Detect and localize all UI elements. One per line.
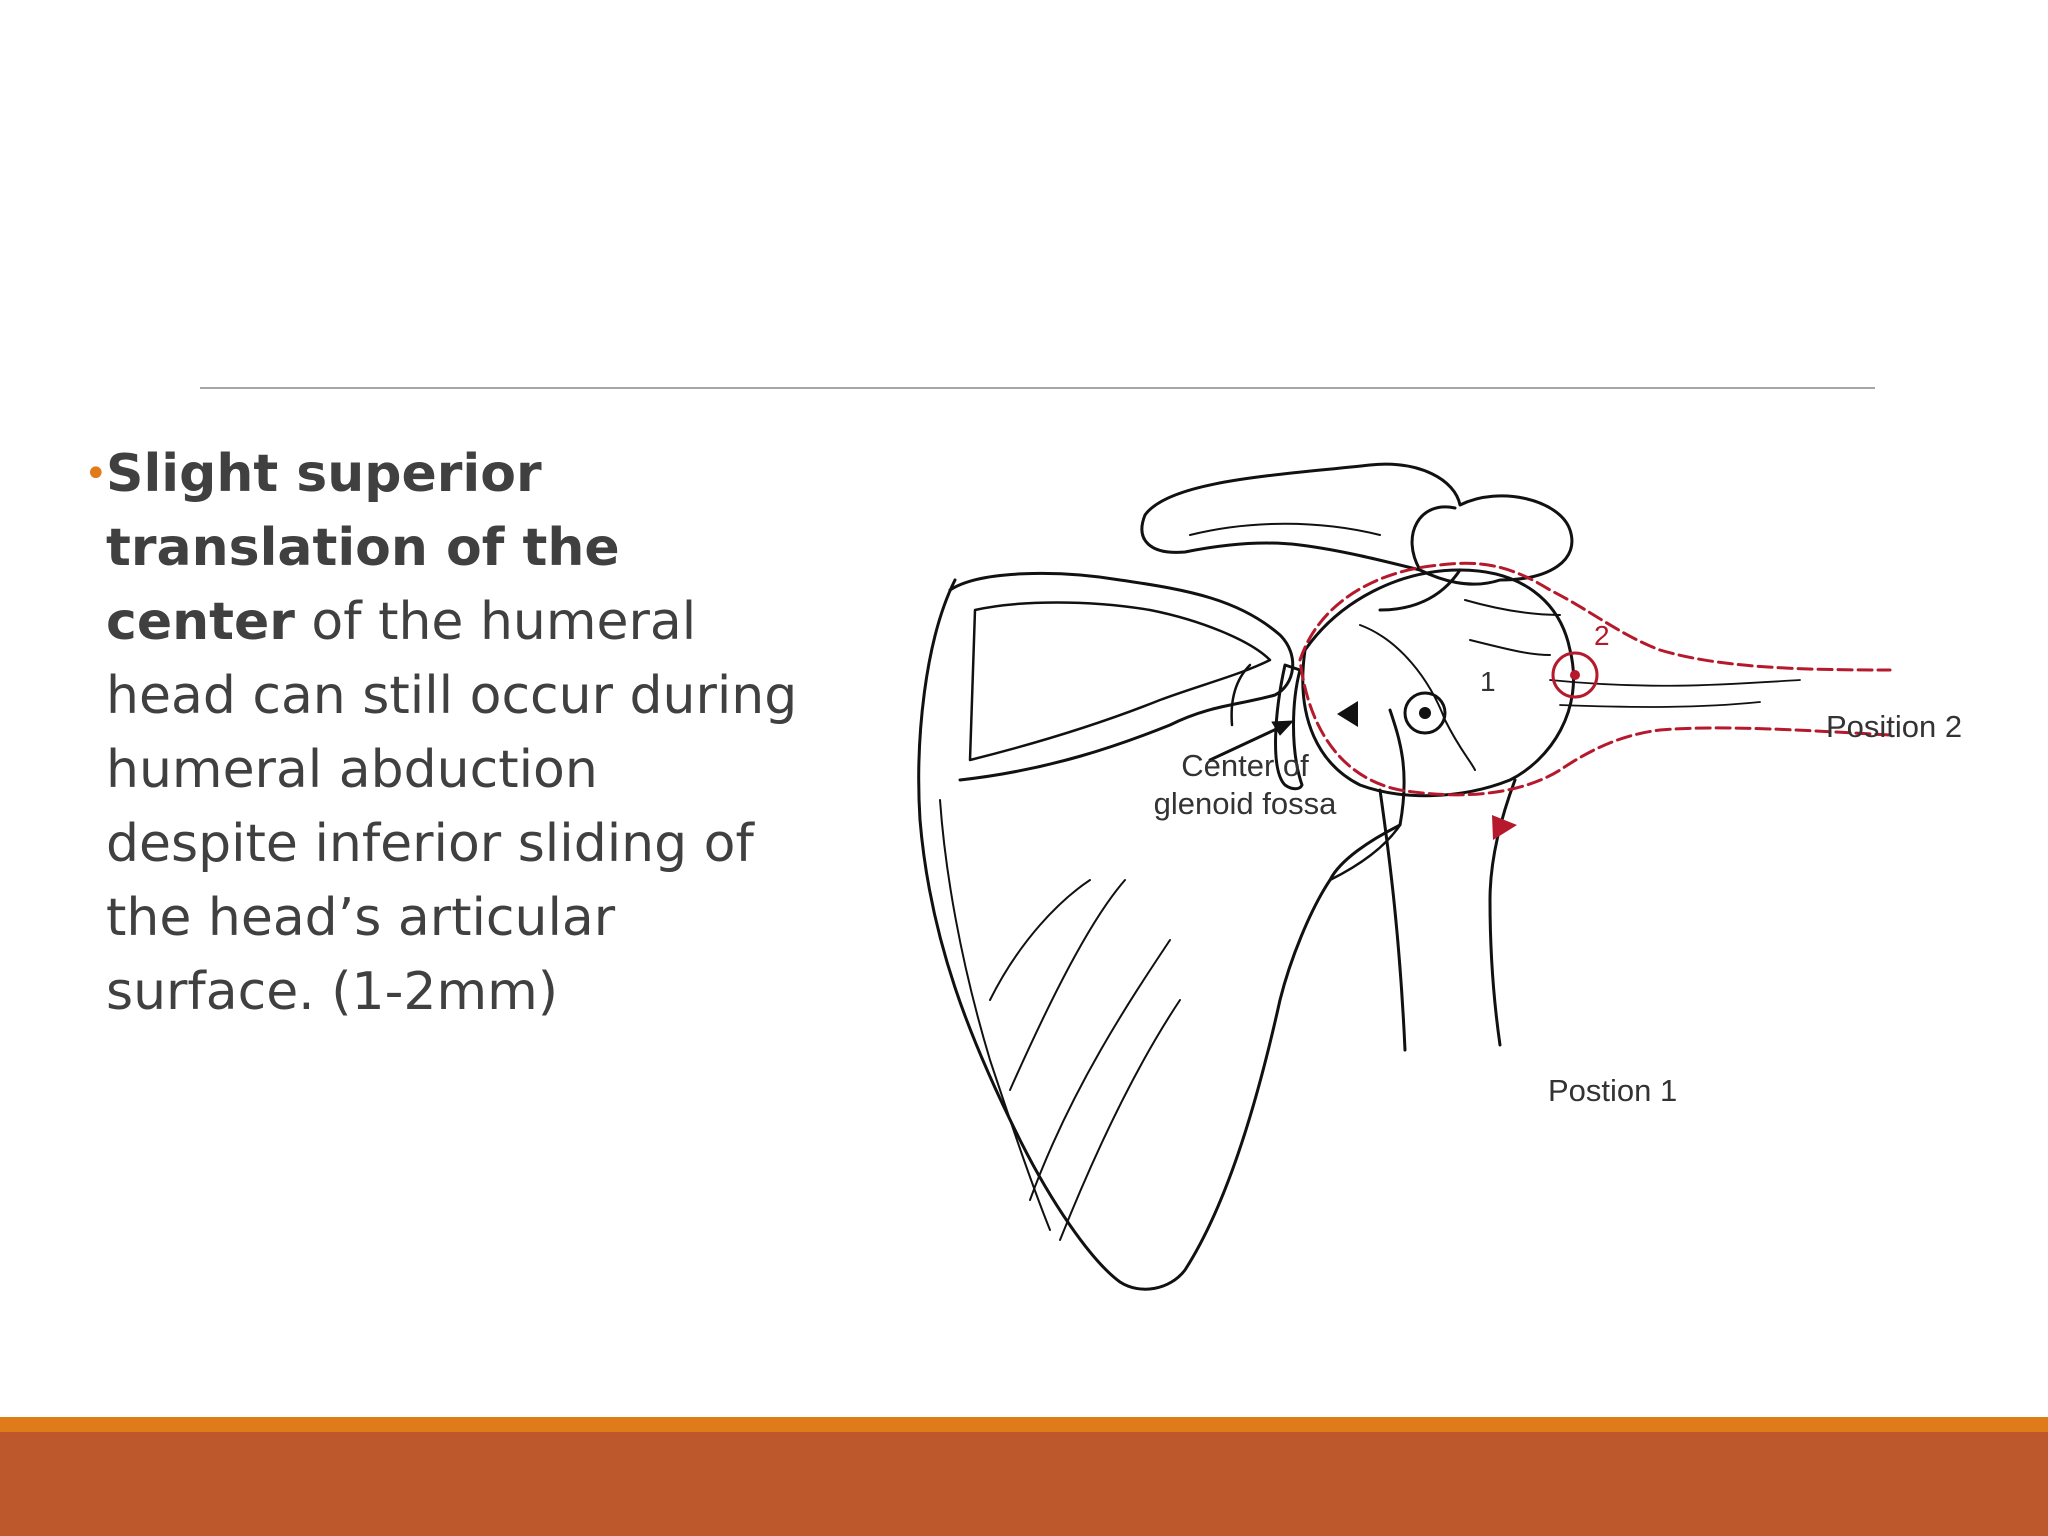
- scapular-spine: [948, 571, 1295, 782]
- scapula-ridge-3: [1029, 939, 1171, 1201]
- scapula-ridge-2: [1009, 879, 1126, 1091]
- coracoid-process: [1378, 505, 1462, 612]
- bullet-bold-text: Slight superior translation of the cente…: [106, 444, 620, 652]
- pointer-arrowhead: [1271, 720, 1294, 736]
- lateral-border: [1328, 823, 1402, 882]
- humeral-shaft-right: [1488, 778, 1517, 1047]
- red-triangle-marker: [1492, 815, 1517, 840]
- scapula-ridge-1: [989, 879, 1091, 1001]
- marker-2-label: 2: [1594, 620, 1610, 651]
- footer-accent-stripe: [0, 1417, 2048, 1432]
- center-of-glenoid-line1: Center of: [1181, 748, 1309, 783]
- humeral-head-detail: [1464, 599, 1561, 656]
- humeral-shaft-left: [1378, 788, 1407, 1052]
- abducted-shaft-line: [1549, 679, 1801, 708]
- scapula-body: [917, 578, 1406, 1291]
- acromion-outline: [1140, 462, 1574, 586]
- slide-body-text: •Slight superior translation of the cent…: [84, 437, 806, 1029]
- position-2-label: Position 2: [1826, 709, 1963, 744]
- marker-1-label: 1: [1480, 666, 1496, 697]
- bullet-text: of the humeral head can still occur duri…: [106, 592, 798, 1022]
- center-of-glenoid-pointer: [1208, 723, 1287, 762]
- center-marker-2: [1551, 651, 1599, 699]
- abducted-humerus-outline: [1298, 561, 1892, 797]
- anatomical-neck: [1359, 624, 1476, 771]
- medial-border-inner: [939, 799, 1051, 1231]
- title-divider: [200, 387, 1875, 389]
- scapular-spine-inner: [968, 601, 1272, 762]
- center-marker-2-dot: [1570, 670, 1580, 680]
- bullet-item: •Slight superior translation of the cent…: [84, 437, 806, 1029]
- center-marker-1: [1403, 691, 1447, 735]
- scapula-ridge-4: [1059, 999, 1181, 1241]
- glenoid-neck: [1230, 663, 1252, 727]
- center-marker-1-dot: [1419, 707, 1431, 719]
- position-1-label: Postion 1: [1548, 1073, 1678, 1108]
- acromion-detail: [1189, 522, 1381, 536]
- footer-band: [0, 1432, 2048, 1536]
- center-of-glenoid-label: Center of glenoid fossa: [1145, 747, 1345, 823]
- humeral-head: [1301, 568, 1576, 798]
- center-of-glenoid-line2: glenoid fossa: [1153, 786, 1337, 821]
- shoulder-joint-diagram: [917, 462, 1892, 1291]
- black-triangle-marker: [1337, 701, 1358, 727]
- bullet-icon: •: [84, 451, 108, 497]
